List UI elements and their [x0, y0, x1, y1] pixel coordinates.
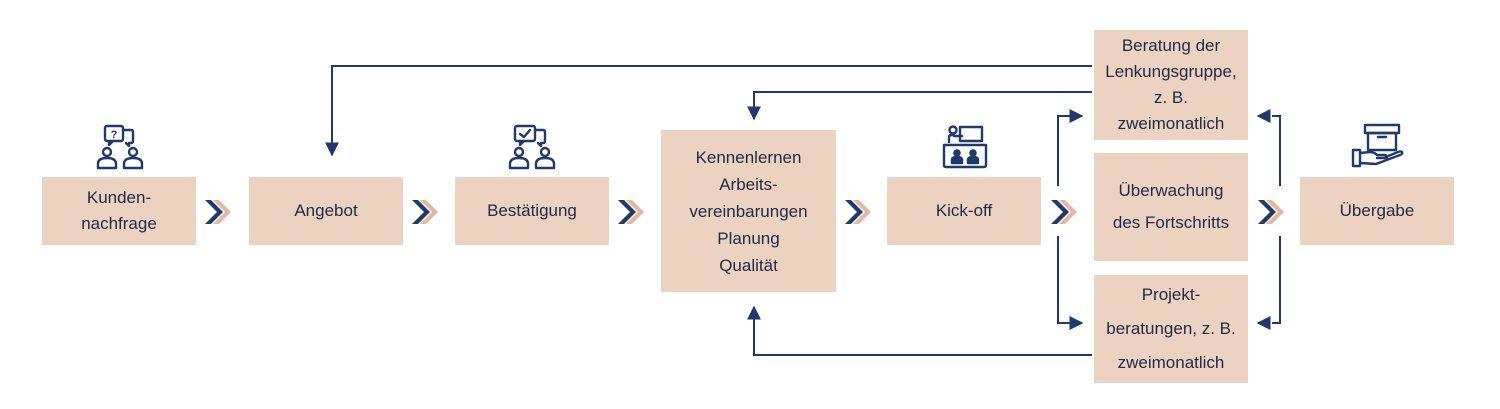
- double-chevron-icon: [845, 200, 871, 224]
- step-uebergabe: Übergabe: [1300, 177, 1454, 245]
- question-people-icon: ?: [96, 124, 144, 170]
- step-angebot: Angebot: [249, 177, 403, 245]
- merge-line-bottom: [1272, 236, 1281, 324]
- svg-text:?: ?: [111, 129, 118, 141]
- step-bestaetigung: Bestätigung: [455, 177, 609, 245]
- feedback-arrow-to-kennenlernen-bottom: [747, 305, 1092, 356]
- step-kennenlernen: Kennenlernen Arbeits- vereinbarungen Pla…: [661, 130, 836, 292]
- double-chevron-icon: [1051, 200, 1077, 224]
- step-kundennachfrage: Kunden- nachfrage: [42, 177, 196, 245]
- step-projektberatungen: Projekt- beratungen, z. B. zweimonatlich: [1094, 275, 1248, 383]
- meeting-presentation-icon: [942, 125, 988, 169]
- double-chevron-icon: [1258, 200, 1284, 224]
- double-chevron-icon: [618, 200, 644, 224]
- feedback-arrow-to-angebot: [325, 65, 1092, 157]
- double-chevron-icon: [412, 200, 438, 224]
- step-kickoff: Kick-off: [887, 177, 1041, 245]
- feedback-arrow-to-kennenlernen-top: [747, 91, 1092, 121]
- check-people-icon: [508, 124, 556, 170]
- hand-box-icon: [1351, 123, 1404, 168]
- fork-line-left-bottom: [1057, 236, 1070, 324]
- merge-line-top: [1272, 115, 1281, 186]
- double-chevron-icon: [205, 200, 231, 224]
- step-ueberwachung: Überwachung des Fortschritts: [1094, 153, 1248, 261]
- fork-line-left: [1057, 115, 1082, 186]
- step-beratung-lenkungsgruppe: Beratung der Lenkungsgruppe, z. B. zweim…: [1094, 30, 1248, 140]
